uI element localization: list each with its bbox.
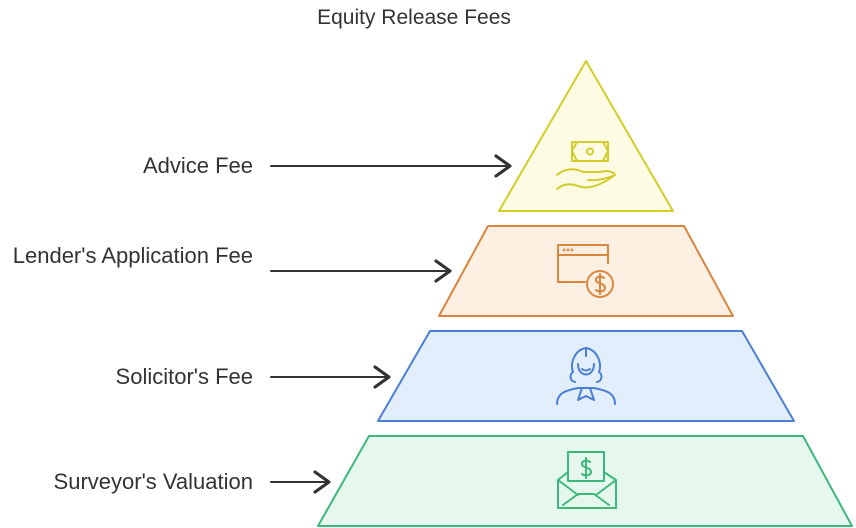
- level-advice-shape: [498, 60, 674, 212]
- label-surveyor-valuation: Surveyor's Valuation: [53, 469, 253, 494]
- diagram-title: Equity Release Fees: [0, 6, 842, 30]
- money-in-hand-icon: [556, 141, 616, 190]
- judge-icon: [556, 347, 616, 405]
- label-solicitor-fee: Solicitor's Fee: [115, 364, 253, 389]
- level-solicitor-shape: [377, 330, 795, 422]
- label-lender-application-fee: Lender's Application Fee: [12, 243, 253, 268]
- label-advice-fee: Advice Fee: [142, 153, 253, 178]
- browser-dollar-icon: [557, 244, 614, 298]
- level-lender-shape: [438, 225, 734, 317]
- envelope-dollar-icon: [557, 451, 617, 509]
- title-text: Equity Release Fees: [317, 6, 511, 29]
